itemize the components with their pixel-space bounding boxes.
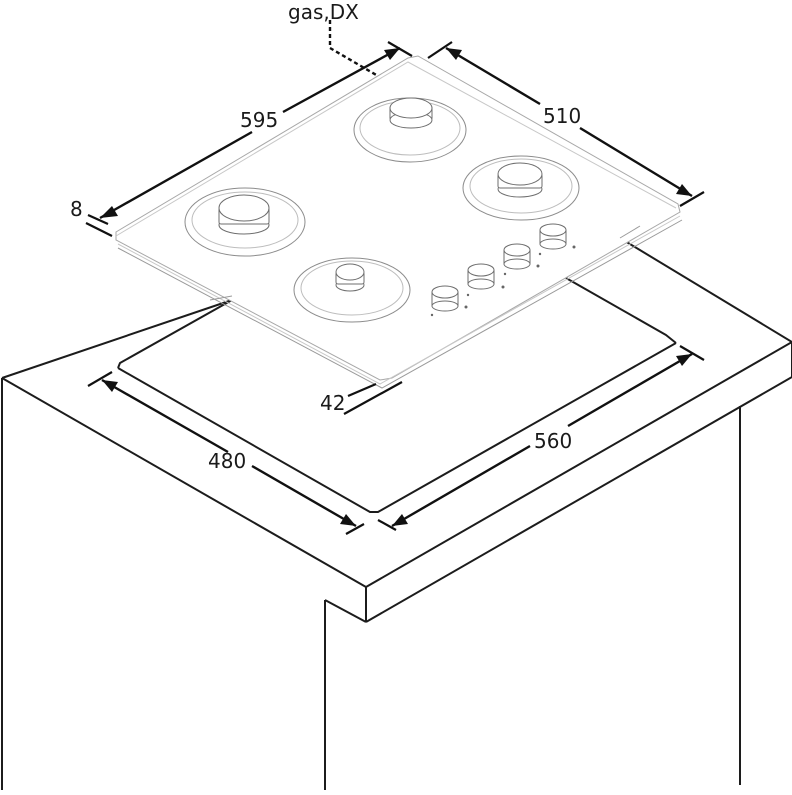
dimension-label-510: 510 [543, 104, 581, 128]
dimension-510: 510 [427, 41, 705, 207]
dimension-label-8: 8 [70, 197, 83, 221]
knob-2 [466, 263, 505, 297]
dimension-8: 8 [70, 197, 113, 237]
knob-4 [538, 223, 576, 256]
hob-glass-plate [115, 55, 683, 389]
dimension-label-560: 560 [534, 429, 572, 453]
dimension-480: 480 [87, 371, 365, 535]
cabinet [1, 378, 741, 790]
burner-rear-center [353, 97, 467, 163]
dimension-595: 595 [99, 41, 413, 220]
dimension-label-595: 595 [240, 108, 278, 132]
control-knobs [430, 223, 576, 317]
burner-right [462, 155, 580, 221]
dimension-label-480: 480 [208, 449, 246, 473]
knob-3 [503, 243, 540, 276]
dimension-label-42: 42 [320, 391, 345, 415]
worktop-cutout [117, 277, 677, 513]
gas-connection-marker: gas,DX [288, 0, 379, 78]
countertop [1, 237, 792, 623]
dimension-42: 42 [320, 381, 403, 415]
gas-connection-label: gas,DX [288, 0, 359, 24]
dimension-560: 560 [377, 345, 705, 531]
knob-1 [430, 285, 468, 317]
burner-front [293, 257, 411, 323]
burner-left [184, 187, 306, 257]
